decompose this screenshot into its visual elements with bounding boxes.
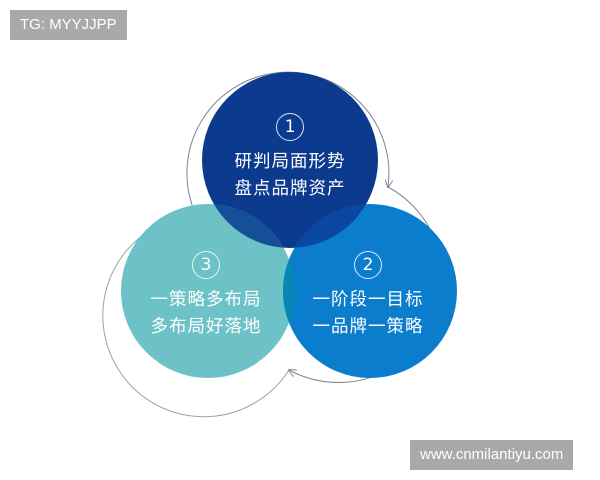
- circle-1-shape: [202, 72, 378, 248]
- step-number-1: 1: [276, 113, 304, 141]
- circle-1-line-2: 盘点品牌资产: [234, 179, 346, 199]
- circle-1-line-1: 研判局面形势: [234, 152, 346, 172]
- step-number-3: 3: [192, 251, 220, 279]
- circle-3-shape: [121, 204, 295, 378]
- cycle-arc-top: [186, 71, 389, 216]
- circle-2-shape: [283, 204, 457, 378]
- circle-2-line-2: 一品牌一策略: [312, 317, 424, 337]
- circle-3: 3 一策略多布局 多布局好落地: [121, 251, 291, 341]
- step-number-2: 2: [354, 251, 382, 279]
- watermark-bottom: www.cnmilantiyu.com: [410, 440, 574, 470]
- circle-1: 1 研判局面形势 盘点品牌资产: [205, 113, 375, 203]
- circle-2-line-1: 一阶段一目标: [312, 290, 424, 310]
- watermark-top: TG: MYYJJPP: [10, 10, 127, 40]
- circle-3-line-1: 一策略多布局: [150, 290, 262, 310]
- circle-2: 2 一阶段一目标 一品牌一策略: [283, 251, 453, 341]
- circle-3-line-2: 多布局好落地: [150, 317, 262, 337]
